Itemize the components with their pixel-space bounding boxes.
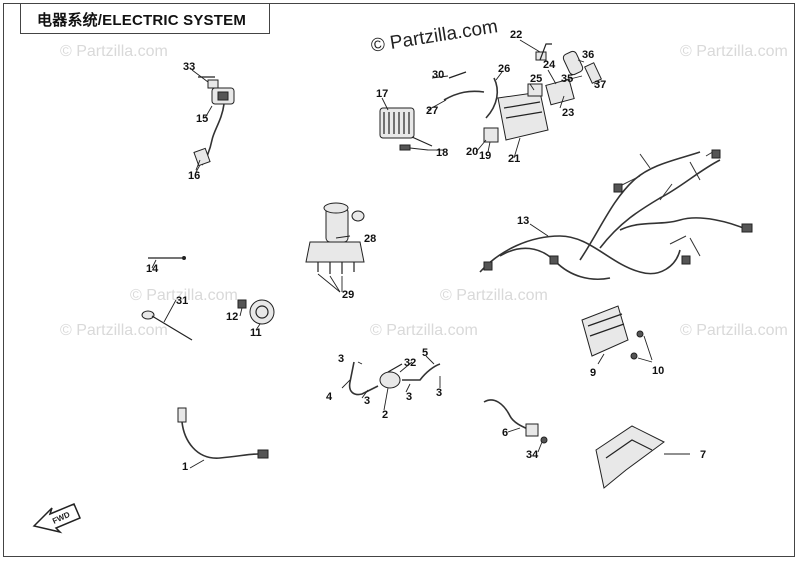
speed-sensor-group	[483, 399, 548, 453]
callout-31: 31	[176, 295, 188, 307]
callout-labels: 33 15 16 17 18 30 27 26 20 19 21 22 25 2…	[146, 29, 706, 473]
callout-3: 3	[436, 387, 442, 399]
callout-5: 5	[422, 347, 428, 359]
callout-11: 11	[250, 327, 262, 339]
watermark: © Partzilla.com	[680, 43, 788, 60]
callout-6: 6	[502, 427, 508, 439]
horn-group	[237, 299, 275, 331]
callout-19: 19	[479, 150, 491, 162]
watermark: © Partzilla.com	[60, 322, 168, 339]
callout-32: 32	[404, 357, 416, 369]
sensor-hose-group	[341, 355, 441, 411]
callout-1: 1	[182, 461, 188, 473]
forward-arrow: FWD	[32, 503, 81, 534]
callout-17: 17	[376, 88, 388, 100]
callout-33: 33	[183, 61, 195, 73]
callout-21: 21	[508, 153, 520, 165]
wire-tie-14	[148, 256, 186, 269]
callout-24: 24	[543, 59, 556, 71]
display-unit-group	[595, 425, 690, 489]
oxygen-sensor-group	[177, 407, 269, 469]
callout-26: 26	[498, 63, 510, 75]
watermark: © Partzilla.com	[440, 287, 548, 304]
callout-25: 25	[530, 73, 542, 85]
callout-14: 14	[146, 263, 159, 275]
ecu-group	[581, 305, 653, 365]
wire-27-30	[427, 71, 503, 119]
callout-13: 13	[517, 215, 529, 227]
callout-35: 35	[561, 73, 573, 85]
probe-31	[141, 299, 193, 341]
callout-2: 2	[382, 409, 388, 421]
callout-28: 28	[364, 233, 376, 245]
callout-23: 23	[562, 107, 574, 119]
callout-29: 29	[342, 289, 354, 301]
regulator-group	[379, 97, 444, 151]
callout-9: 9	[590, 367, 596, 379]
watermark: © Partzilla.com	[680, 322, 788, 339]
callout-36: 36	[582, 49, 594, 61]
drawing-frame	[3, 3, 795, 557]
callout-30: 30	[432, 69, 444, 81]
callout-3: 3	[406, 391, 412, 403]
callout-7: 7	[700, 449, 706, 461]
ignition-coil-group	[191, 69, 235, 173]
watermark: © Partzilla.com	[130, 287, 238, 304]
callout-4: 4	[326, 391, 333, 403]
callout-12: 12	[226, 311, 238, 323]
callout-15: 15	[196, 113, 208, 125]
page-title: 电器系统/ELECTRIC SYSTEM	[37, 12, 247, 29]
callout-10: 10	[652, 365, 664, 377]
callout-22: 22	[510, 29, 522, 41]
fuel-pump-group	[305, 202, 365, 293]
relay-box-group	[475, 39, 602, 159]
callout-34: 34	[526, 449, 539, 461]
watermark: © Partzilla.com	[60, 43, 168, 60]
callout-3: 3	[338, 353, 344, 365]
watermark: © Partzilla.com	[370, 322, 478, 339]
title-box: 电器系统/ELECTRIC SYSTEM	[20, 4, 270, 34]
watermark-main: © Partzilla.com	[369, 16, 499, 57]
callout-27: 27	[426, 105, 438, 117]
callout-37: 37	[594, 79, 606, 91]
watermark-layer: © Partzilla.com © Partzilla.com © Partzi…	[60, 16, 788, 339]
callout-18: 18	[436, 147, 448, 159]
main-harness-group	[479, 149, 753, 280]
callout-3: 3	[364, 395, 370, 407]
callout-16: 16	[188, 170, 200, 182]
callout-20: 20	[466, 146, 478, 158]
